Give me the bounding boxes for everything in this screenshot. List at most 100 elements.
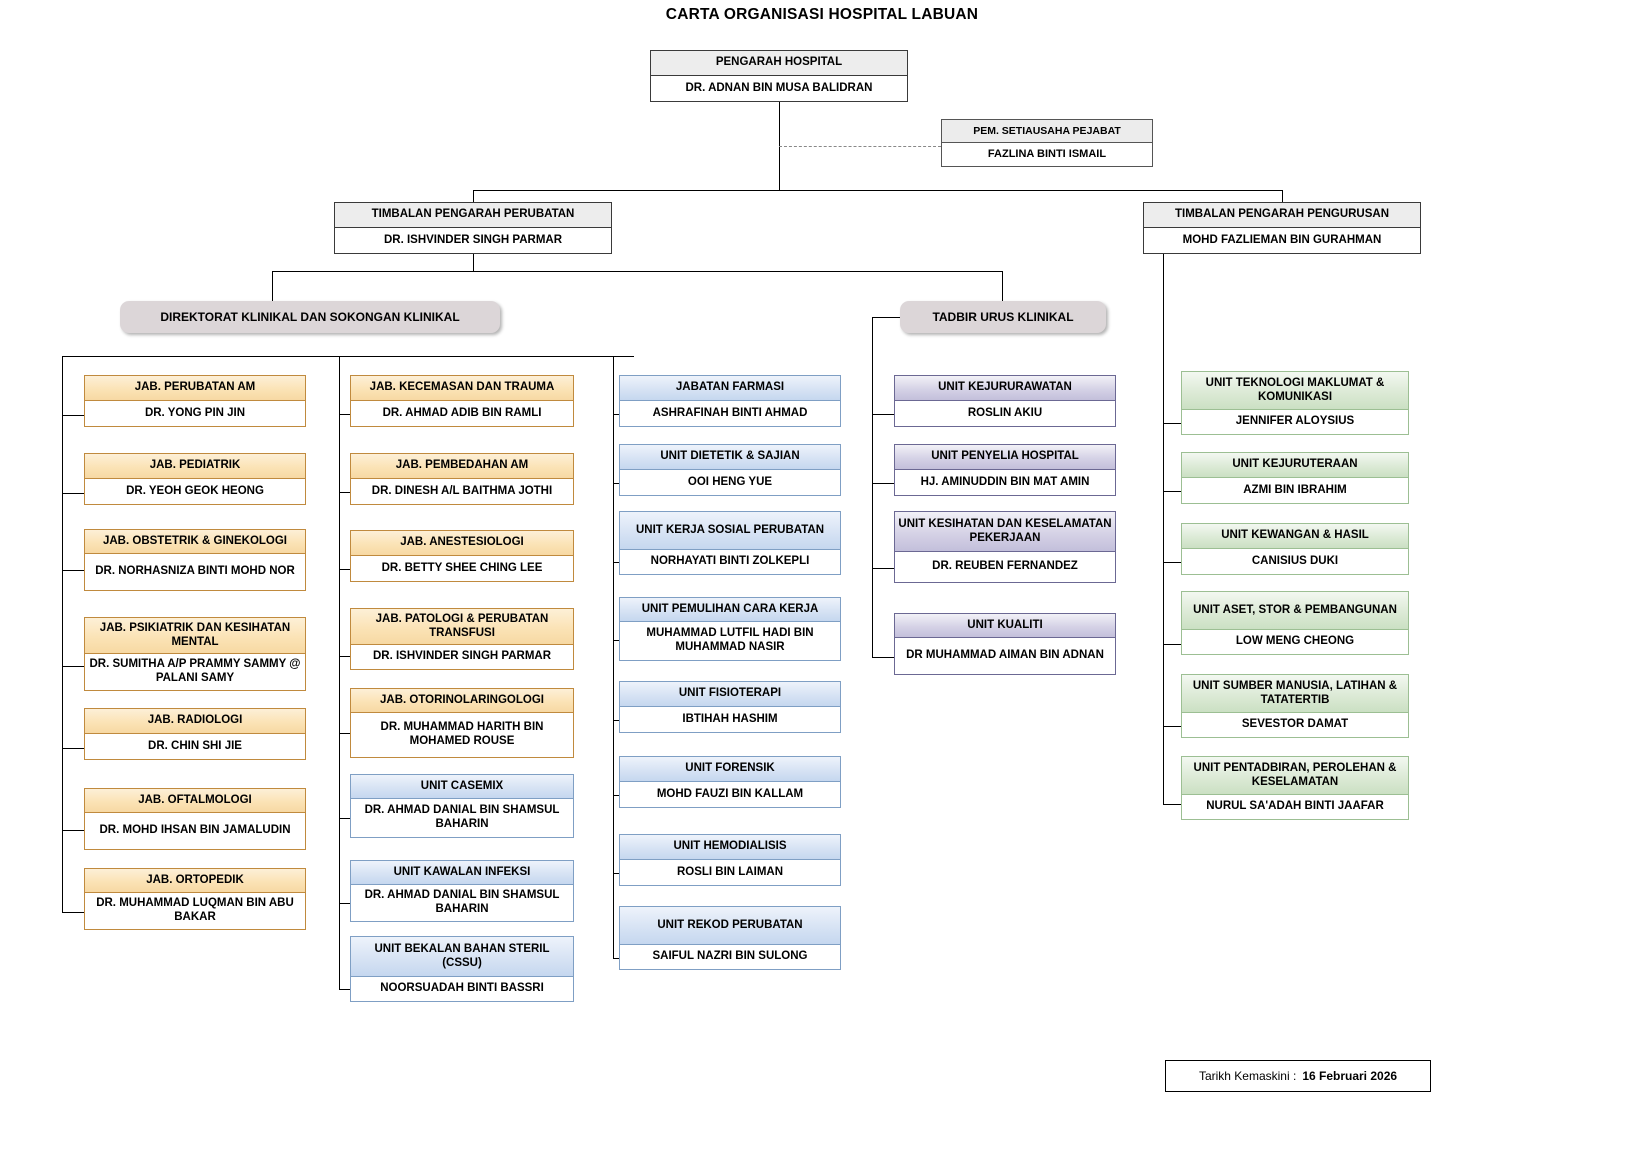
node-unit-fisioterapi[interactable]: UNIT FISIOTERAPI IBTIHAH HASHIM [619, 681, 841, 733]
node-role: UNIT TEKNOLOGI MAKLUMAT & KOMUNIKASI [1182, 372, 1408, 410]
node-jab-anestesiologi[interactable]: JAB. ANESTESIOLOGI DR. BETTY SHEE CHING … [350, 530, 574, 582]
node-role: UNIT FISIOTERAPI [620, 682, 840, 707]
node-unit-casemix[interactable]: UNIT CASEMIX DR. AHMAD DANIAL BIN SHAMSU… [350, 774, 574, 838]
node-unit-kejururawatan[interactable]: UNIT KEJURURAWATAN ROSLIN AKIU [894, 375, 1116, 427]
node-jab-oftalmologi[interactable]: JAB. OFTALMOLOGI DR. MOHD IHSAN BIN JAMA… [84, 788, 306, 850]
connector [613, 562, 619, 563]
group-direktorat-klinikal[interactable]: DIREKTORAT KLINIKAL DAN SOKONGAN KLINIKA… [120, 301, 500, 333]
connector [339, 492, 350, 493]
node-role: JAB. PERUBATAN AM [85, 376, 305, 401]
connector [339, 989, 350, 990]
node-unit-kawalan-infeksi[interactable]: UNIT KAWALAN INFEKSI DR. AHMAD DANIAL BI… [350, 860, 574, 922]
node-role: PEM. SETIAUSAHA PEJABAT [942, 120, 1152, 143]
node-role: JAB. ORTOPEDIK [85, 869, 305, 893]
node-jab-pembedahan-am[interactable]: JAB. PEMBEDAHAN AM DR. DINESH A/L BAITHM… [350, 453, 574, 505]
connector [1163, 254, 1164, 804]
connector [1282, 190, 1283, 202]
node-jab-patologi-perubatan-transfusi[interactable]: JAB. PATOLOGI & PERUBATAN TRANSFUSI DR. … [350, 608, 574, 670]
node-name: OOI HENG YUE [620, 470, 840, 495]
node-unit-bekalan-bahan-steril-cssu[interactable]: UNIT BEKALAN BAHAN STERIL (CSSU) NOORSUA… [350, 936, 574, 1002]
connector [872, 483, 894, 484]
node-name: DR. ISHVINDER SINGH PARMAR [351, 645, 573, 669]
connector [339, 569, 350, 570]
node-unit-pentadbiran-perolehan-keselamatan[interactable]: UNIT PENTADBIRAN, PEROLEHAN & KESELAMATA… [1181, 756, 1409, 820]
node-jabatan-farmasi[interactable]: JABATAN FARMASI ASHRAFINAH BINTI AHMAD [619, 375, 841, 427]
node-jab-obstetrik-ginekologi[interactable]: JAB. OBSTETRIK & GINEKOLOGI DR. NORHASNI… [84, 529, 306, 591]
node-role: JAB. PATOLOGI & PERUBATAN TRANSFUSI [351, 609, 573, 645]
node-unit-kewangan-hasil[interactable]: UNIT KEWANGAN & HASIL CANISIUS DUKI [1181, 523, 1409, 575]
node-name: DR. ADNAN BIN MUSA BALIDRAN [651, 76, 907, 101]
node-role: JAB. PSIKIATRIK DAN KESIHATAN MENTAL [85, 618, 305, 654]
node-jab-radiologi[interactable]: JAB. RADIOLOGI DR. CHIN SHI JIE [84, 708, 306, 760]
node-unit-pemulihan-cara-kerja[interactable]: UNIT PEMULIHAN CARA KERJA MUHAMMAD LUTFI… [619, 597, 841, 661]
node-unit-penyelia-hospital[interactable]: UNIT PENYELIA HOSPITAL HJ. AMINUDDIN BIN… [894, 444, 1116, 496]
node-unit-kejuruteraan[interactable]: UNIT KEJURUTERAAN AZMI BIN IBRAHIM [1181, 452, 1409, 504]
node-name: DR. MUHAMMAD HARITH BIN MOHAMED ROUSE [351, 713, 573, 757]
node-unit-kesihatan-keselamatan-pekerjaan[interactable]: UNIT KESIHATAN DAN KESELAMATAN PEKERJAAN… [894, 511, 1116, 583]
node-name: DR. BETTY SHEE CHING LEE [351, 556, 573, 581]
node-jab-pediatrik[interactable]: JAB. PEDIATRIK DR. YEOH GEOK HEONG [84, 453, 306, 505]
connector [613, 356, 614, 958]
node-name: SAIFUL NAZRI BIN SULONG [620, 945, 840, 969]
node-role: UNIT PEMULIHAN CARA KERJA [620, 598, 840, 622]
node-jab-perubatan-am[interactable]: JAB. PERUBATAN AM DR. YONG PIN JIN [84, 375, 306, 427]
last-updated-value: 16 Februari 2026 [1302, 1069, 1398, 1083]
node-role: JABATAN FARMASI [620, 376, 840, 401]
node-jab-psikiatrik-kesihatan-mental[interactable]: JAB. PSIKIATRIK DAN KESIHATAN MENTAL DR.… [84, 617, 306, 691]
connector [62, 570, 84, 571]
node-unit-forensik[interactable]: UNIT FORENSIK MOHD FAUZI BIN KALLAM [619, 756, 841, 808]
node-name: NURUL SA'ADAH BINTI JAAFAR [1182, 795, 1408, 819]
node-name: DR. AHMAD ADIB BIN RAMLI [351, 401, 573, 426]
connector [272, 271, 273, 301]
node-jab-otorinolaringologi[interactable]: JAB. OTORINOLARINGOLOGI DR. MUHAMMAD HAR… [350, 688, 574, 758]
node-unit-kualiti[interactable]: UNIT KUALITI DR MUHAMMAD AIMAN BIN ADNAN [894, 613, 1116, 675]
node-name: HJ. AMINUDDIN BIN MAT AMIN [895, 470, 1115, 495]
node-timbalan-pengarah-perubatan[interactable]: TIMBALAN PENGARAH PERUBATAN DR. ISHVINDE… [334, 202, 612, 254]
node-name: DR. MUHAMMAD LUQMAN BIN ABU BAKAR [85, 893, 305, 929]
node-role: UNIT KEJURUTERAAN [1182, 453, 1408, 478]
connector [62, 830, 84, 831]
node-role: UNIT BEKALAN BAHAN STERIL (CSSU) [351, 937, 573, 977]
connector [62, 666, 84, 667]
node-jab-kecemasan-dan-trauma[interactable]: JAB. KECEMASAN DAN TRAUMA DR. AHMAD ADIB… [350, 375, 574, 427]
node-name: IBTIHAH HASHIM [620, 707, 840, 732]
node-timbalan-pengarah-pengurusan[interactable]: TIMBALAN PENGARAH PENGURUSAN MOHD FAZLIE… [1143, 202, 1421, 254]
connector [1163, 804, 1181, 805]
node-unit-dietetik-sajian[interactable]: UNIT DIETETIK & SAJIAN OOI HENG YUE [619, 444, 841, 496]
connector [1163, 726, 1181, 727]
node-role: JAB. PEDIATRIK [85, 454, 305, 479]
last-updated-label: Tarikh Kemaskini : [1198, 1069, 1297, 1083]
connector [339, 818, 350, 819]
node-unit-sumber-manusia-latihan-tatatertib[interactable]: UNIT SUMBER MANUSIA, LATIHAN & TATATERTI… [1181, 674, 1409, 738]
node-unit-kerja-sosial-perubatan[interactable]: UNIT KERJA SOSIAL PERUBATAN NORHAYATI BI… [619, 511, 841, 575]
node-name: CANISIUS DUKI [1182, 549, 1408, 574]
node-role: JAB. ANESTESIOLOGI [351, 531, 573, 556]
node-name: DR. ISHVINDER SINGH PARMAR [335, 228, 611, 253]
node-role: UNIT CASEMIX [351, 775, 573, 799]
connector [339, 356, 340, 989]
node-role: UNIT FORENSIK [620, 757, 840, 782]
node-name: FAZLINA BINTI ISMAIL [942, 143, 1152, 166]
connector [613, 414, 619, 415]
node-pem-setiausaha-pejabat[interactable]: PEM. SETIAUSAHA PEJABAT FAZLINA BINTI IS… [941, 119, 1153, 167]
last-updated-box: Tarikh Kemaskini : 16 Februari 2026 [1165, 1060, 1431, 1092]
connector [62, 493, 84, 494]
group-tadbir-urus-klinikal[interactable]: TADBIR URUS KLINIKAL [900, 301, 1106, 333]
node-unit-aset-stor-pembangunan[interactable]: UNIT ASET, STOR & PEMBANGUNAN LOW MENG C… [1181, 591, 1409, 655]
node-unit-teknologi-maklumat-komunikasi[interactable]: UNIT TEKNOLOGI MAKLUMAT & KOMUNIKASI JEN… [1181, 371, 1409, 435]
node-pengarah-hospital[interactable]: PENGARAH HOSPITAL DR. ADNAN BIN MUSA BAL… [650, 50, 908, 102]
node-unit-hemodialisis[interactable]: UNIT HEMODIALISIS ROSLI BIN LAIMAN [619, 834, 841, 886]
node-jab-ortopedik[interactable]: JAB. ORTOPEDIK DR. MUHAMMAD LUQMAN BIN A… [84, 868, 306, 930]
node-unit-rekod-perubatan[interactable]: UNIT REKOD PERUBATAN SAIFUL NAZRI BIN SU… [619, 906, 841, 970]
connector [872, 317, 900, 318]
connector [339, 733, 350, 734]
node-role: JAB. RADIOLOGI [85, 709, 305, 734]
node-role: UNIT KAWALAN INFEKSI [351, 861, 573, 885]
connector [62, 415, 84, 416]
node-role: UNIT HEMODIALISIS [620, 835, 840, 860]
node-role: UNIT ASET, STOR & PEMBANGUNAN [1182, 592, 1408, 630]
connector [1002, 271, 1003, 301]
connector [872, 414, 894, 415]
connector [872, 657, 894, 658]
connector [872, 568, 894, 569]
